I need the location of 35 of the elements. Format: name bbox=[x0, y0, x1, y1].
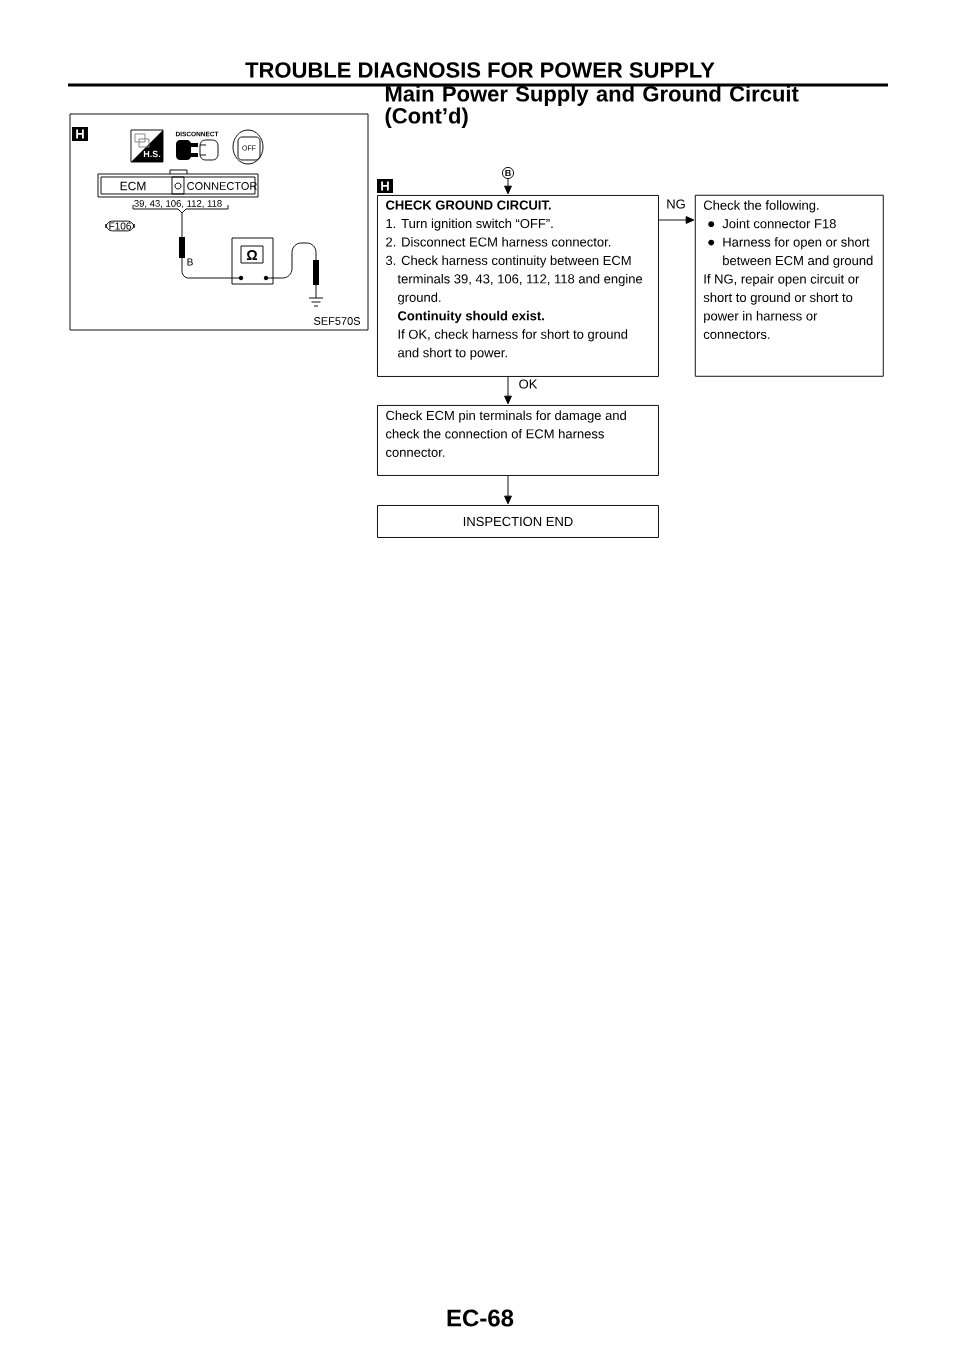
connector-tag: F106 bbox=[105, 220, 135, 232]
arrow bbox=[504, 376, 512, 405]
terminal-numbers: 39, 43, 106, 112, 118 bbox=[134, 200, 222, 208]
emphasis-text: Continuity should exist. bbox=[398, 310, 544, 323]
edge-label: NG bbox=[664, 198, 688, 210]
step-text: 1. Turn ignition switch “OFF”. bbox=[386, 218, 553, 231]
step-text: 3. Check harness continuity between ECM terminals 39, 43, 106, 112, 118 and engine ground. bbox=[385, 255, 643, 305]
process-box bbox=[694, 194, 884, 377]
section-subtitle: Main Power Supply and Ground Circuit (Cont’d) bbox=[385, 85, 799, 128]
body-text: If NG, repair open circuit or short to ground or short to power in harness or connectors. bbox=[703, 274, 860, 339]
arrow bbox=[504, 475, 512, 505]
body-text: Check ECM pin terminals for damage and check the connection of ECM harness connector. bbox=[386, 410, 626, 457]
process-box bbox=[377, 195, 659, 377]
edge-label: OK bbox=[517, 378, 539, 390]
page-number: EC-68 bbox=[447, 1309, 514, 1327]
h-mark: H bbox=[377, 179, 393, 193]
wire-color: B bbox=[187, 258, 193, 266]
arrow bbox=[658, 216, 695, 224]
connector-label: ECM bbox=[120, 181, 146, 191]
page-heading: TROUBLE DIAGNOSIS FOR POWER SUPPLY bbox=[245, 62, 715, 78]
process-box bbox=[377, 405, 659, 476]
icon-label: H.S. bbox=[143, 150, 161, 158]
connector-label: CONNECTOR bbox=[187, 182, 257, 190]
end-text: INSPECTION END bbox=[463, 516, 573, 527]
body-text: If OK, check harness for short to ground and short to power. bbox=[398, 329, 628, 360]
h-mark: H bbox=[72, 127, 88, 141]
arrow bbox=[504, 178, 512, 195]
heading-text: CHECK GROUND CIRCUIT. bbox=[386, 200, 551, 210]
step-text: 2. Disconnect ECM harness connector. bbox=[386, 237, 611, 247]
figure-code: SEF570S bbox=[313, 317, 361, 325]
bullet-item: Harness for open or short between ECM and ground bbox=[708, 237, 873, 268]
bullet-item: Joint connector F18 bbox=[708, 218, 836, 229]
meter-symbol: Ω bbox=[246, 250, 258, 260]
end-box bbox=[377, 505, 659, 538]
body-text: Check the following. bbox=[703, 200, 819, 213]
